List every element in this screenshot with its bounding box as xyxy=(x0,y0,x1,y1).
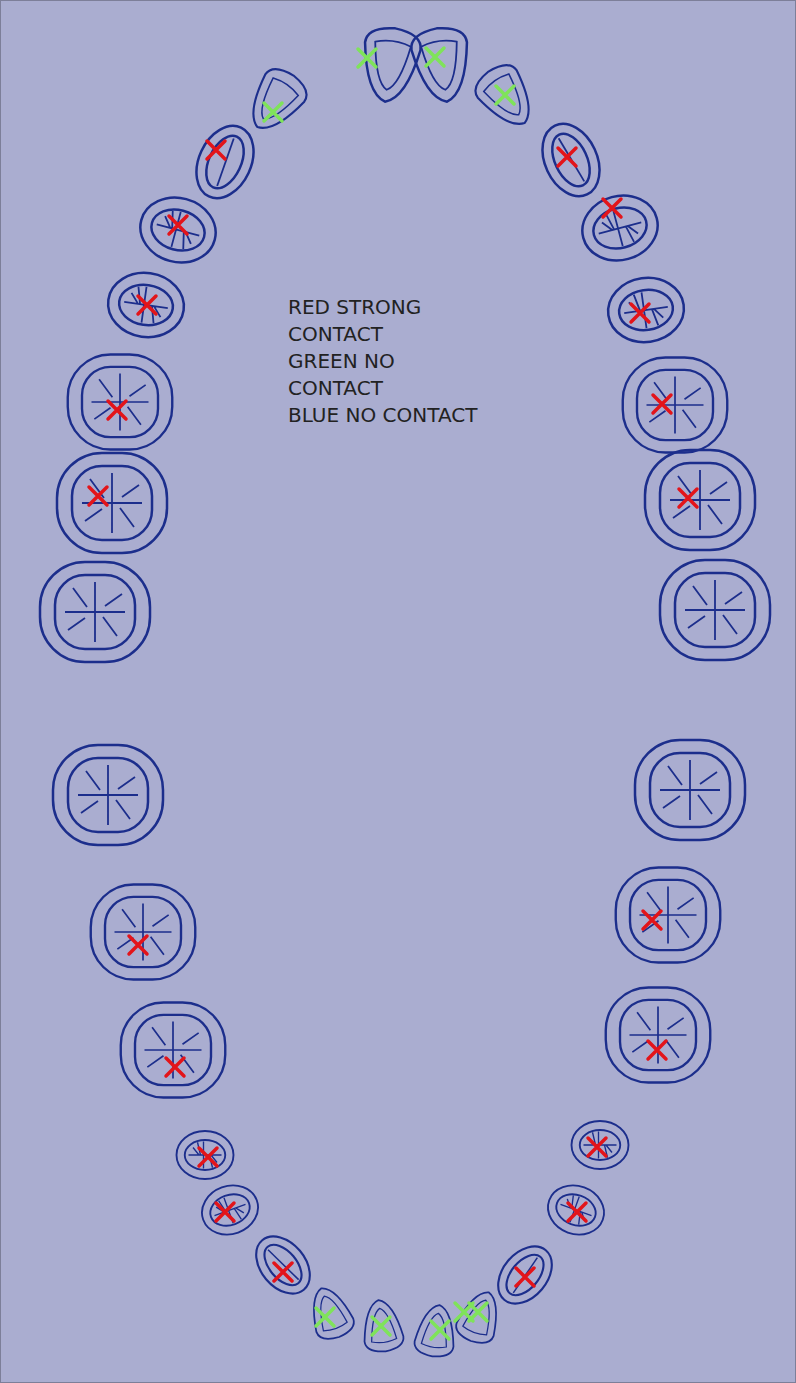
note-block: RED STRONG CONTACTGREEN NO CONTACTBLUE N… xyxy=(288,294,608,429)
note-text: BLUE NO CONTACT xyxy=(288,402,608,429)
note-text: GREEN NO CONTACT xyxy=(288,348,488,402)
lower-arch xyxy=(53,740,745,1359)
no-contact-marks xyxy=(264,48,514,1339)
strong-contact-marks xyxy=(89,141,697,1286)
note-text: RED STRONG CONTACT xyxy=(288,294,488,348)
upper-arch xyxy=(40,24,770,662)
